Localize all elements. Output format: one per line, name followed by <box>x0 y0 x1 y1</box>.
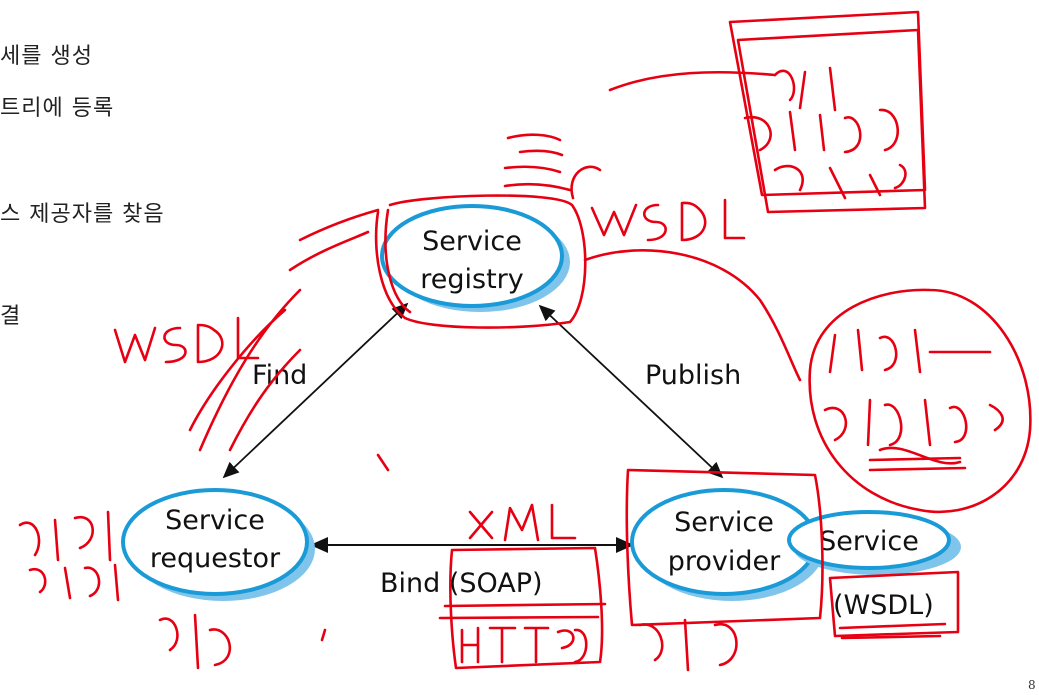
bullet-line-1: 세를 생성 <box>0 44 93 69</box>
bind-label: Bind (SOAP) <box>380 568 543 599</box>
wsdl-label: (WSDL) <box>833 590 934 621</box>
requestor-label-1: Service <box>165 505 265 536</box>
page-number: 8 <box>1028 678 1036 692</box>
bullet-line-3: 스 제공자를 찾음 <box>0 202 165 227</box>
service-node: Service <box>787 510 961 575</box>
bullet-line-2: 트리에 등록 <box>0 96 115 121</box>
handwritten-annotations <box>18 10 1032 672</box>
registry-label-1: Service <box>422 226 522 257</box>
find-arrow <box>222 302 409 479</box>
registry-label-2: registry <box>420 264 524 295</box>
find-label: Find <box>252 360 307 391</box>
service-registry-node: Service registry <box>380 204 570 312</box>
service-provider-node: Service provider <box>630 488 824 601</box>
service-label: Service <box>819 526 919 557</box>
service-requestor-node: Service requestor <box>121 488 315 601</box>
publish-label: Publish <box>645 360 741 391</box>
provider-label-1: Service <box>674 507 774 538</box>
publish-arrow <box>538 304 724 479</box>
provider-label-2: provider <box>668 546 781 577</box>
requestor-label-2: requestor <box>150 543 281 574</box>
bullet-line-4: 결 <box>0 304 22 329</box>
